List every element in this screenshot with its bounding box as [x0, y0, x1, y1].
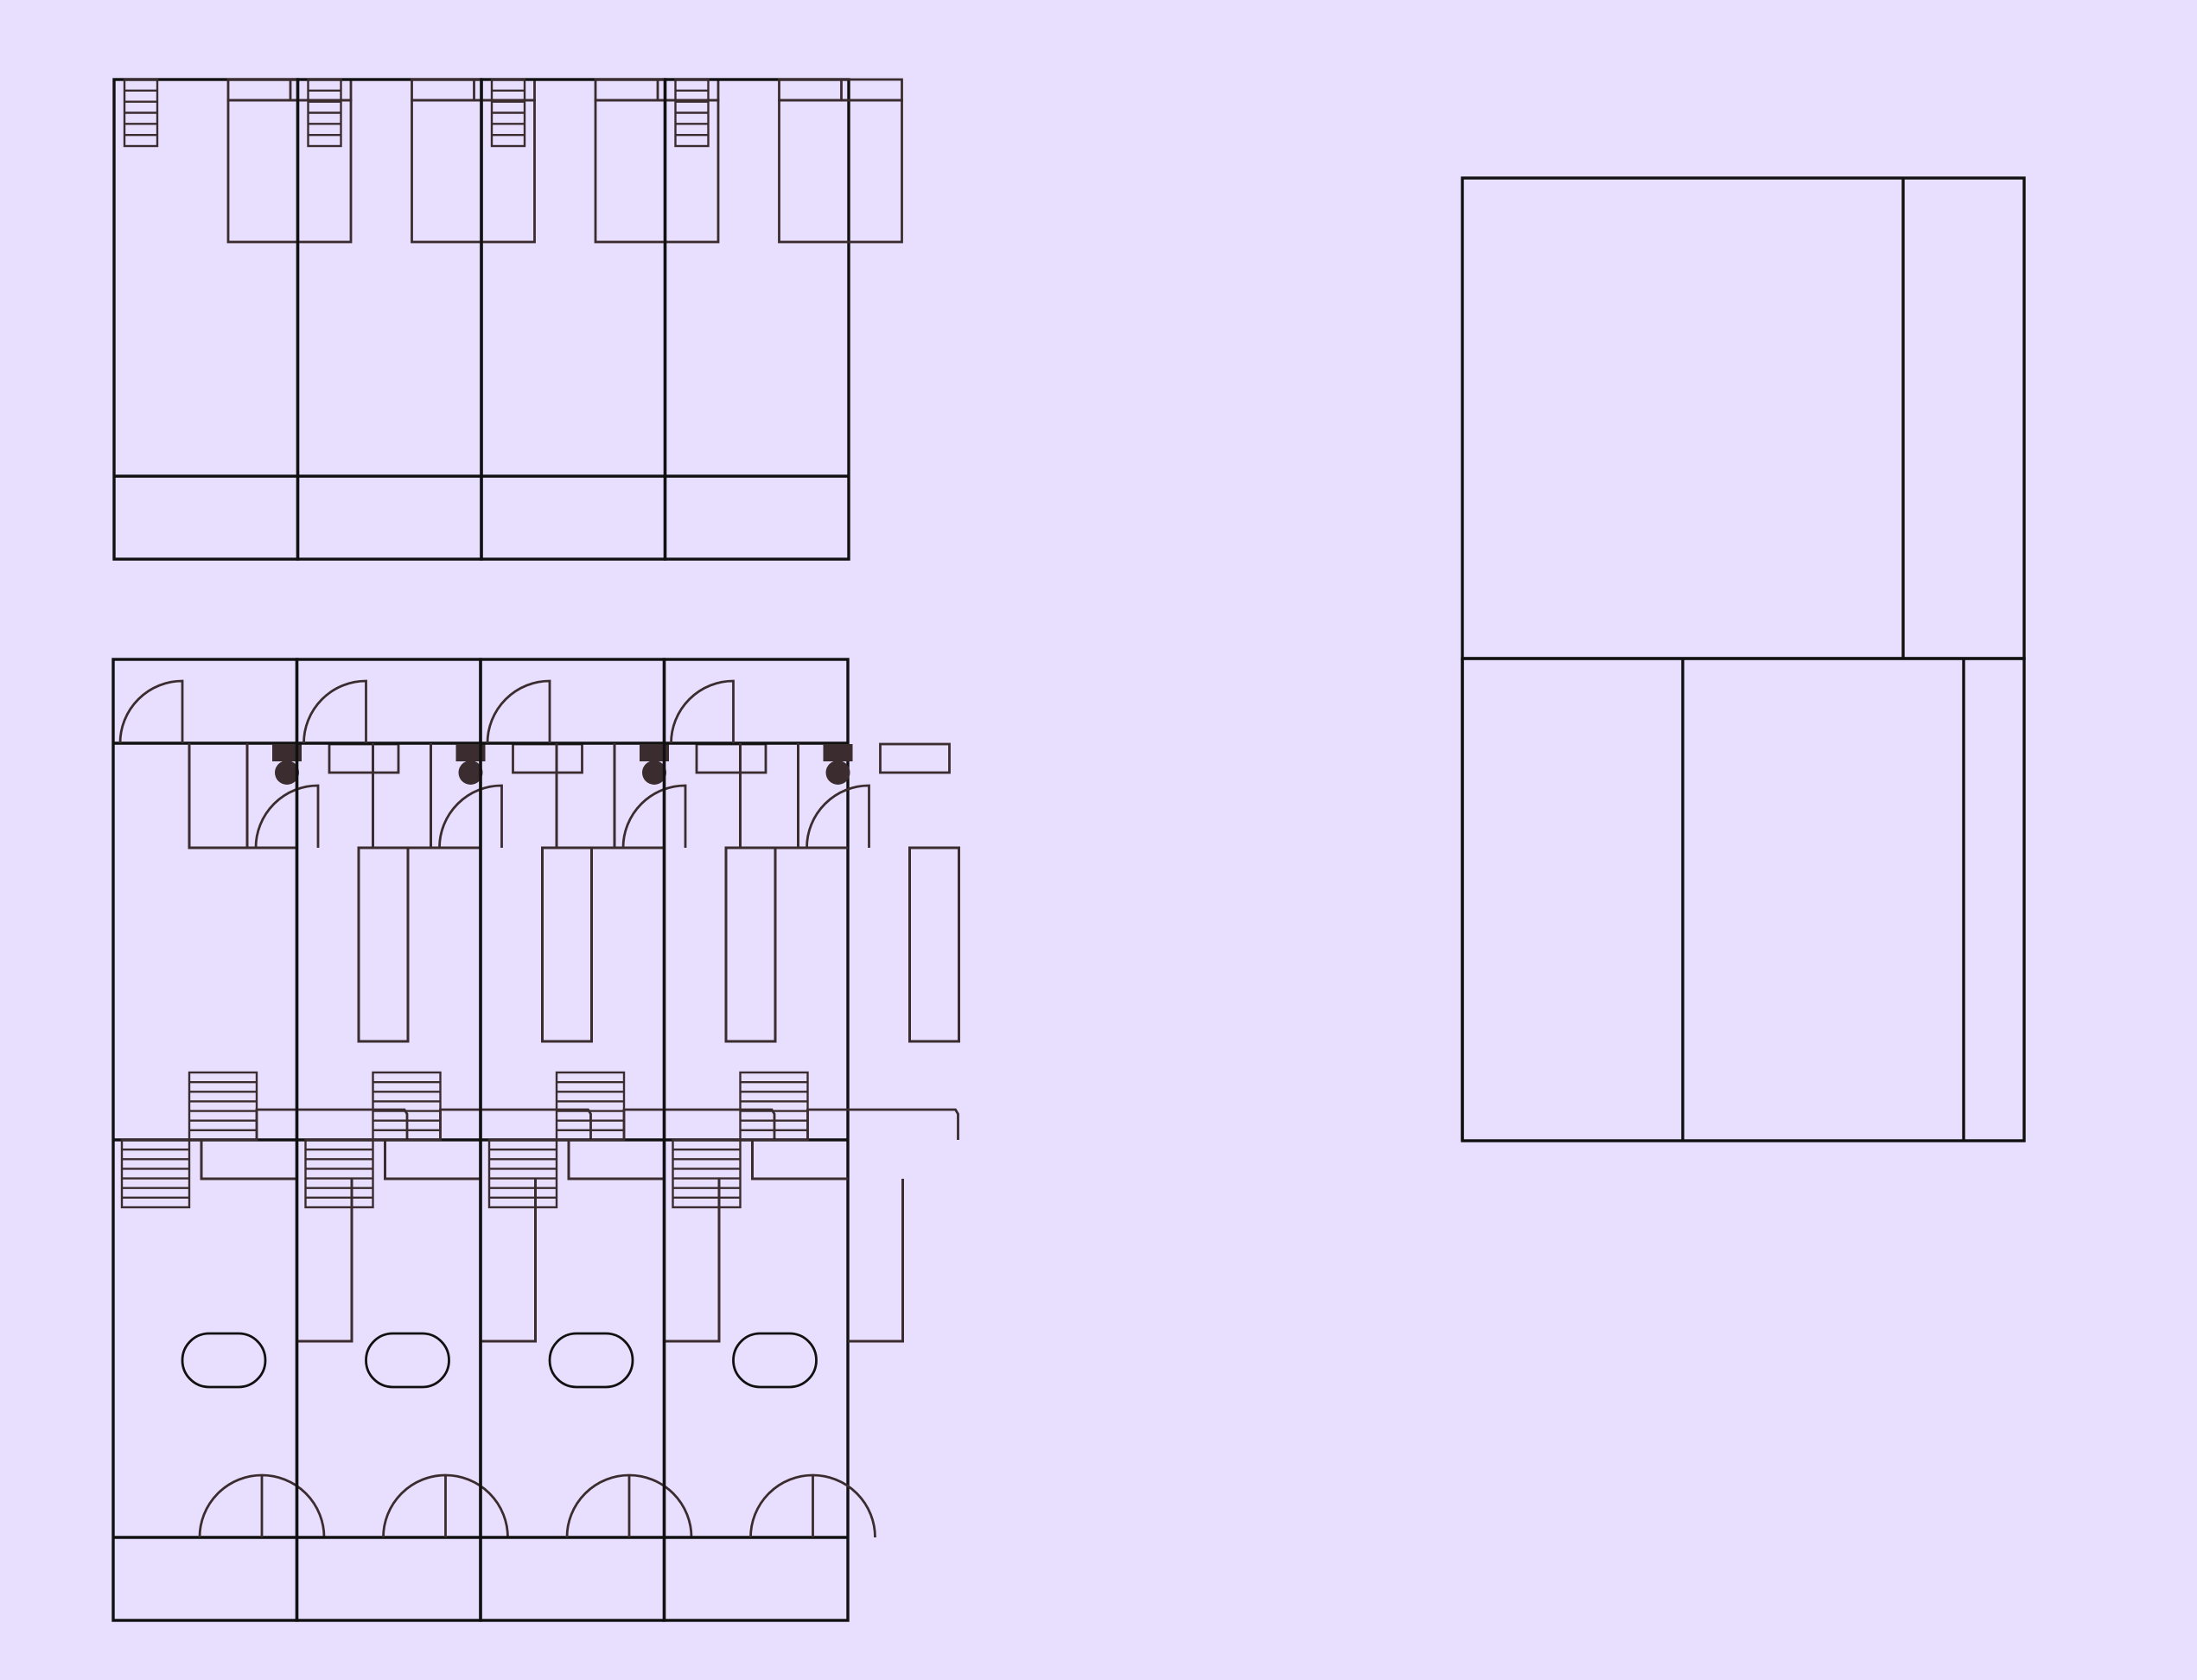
bed-icon [411, 78, 536, 244]
double-door-icon [382, 1473, 509, 1538]
unit-wall [663, 78, 850, 561]
kitchen-counter [200, 1140, 297, 1180]
toilet-tank [823, 744, 853, 761]
stair-outline [120, 1138, 191, 1209]
toilet-icon [823, 744, 853, 785]
stair-outline [188, 1071, 258, 1142]
toilet-tank [272, 744, 302, 761]
bathroom [372, 742, 583, 850]
bathroom-door-swing [621, 784, 687, 849]
bathroom-door-swing [254, 784, 320, 849]
double-door-icon [198, 1473, 326, 1538]
storage-cabinet [296, 1179, 353, 1343]
ladder-stair-icon [123, 78, 159, 148]
toilet-icon [640, 744, 669, 785]
lower-floor-plan [111, 658, 960, 1622]
stair-outline [487, 1138, 558, 1209]
table-icon [732, 1332, 818, 1389]
table-icon [365, 1332, 450, 1389]
mass-lower-outline [1461, 657, 2026, 1142]
counter [622, 1108, 776, 1140]
stair-icon [372, 1071, 442, 1142]
toilet-bowl [825, 760, 850, 785]
storage-cabinet [664, 1179, 721, 1343]
entry-door-swing [302, 679, 367, 744]
bathroom-wall [372, 743, 481, 850]
stair-outline [672, 1138, 742, 1209]
storage-cabinet [481, 1179, 537, 1343]
stair-icon [304, 1138, 374, 1209]
double-door-icon [565, 1473, 693, 1538]
bathroom [188, 742, 400, 850]
toilet-bowl [275, 760, 299, 785]
stair-icon [120, 1138, 191, 1209]
table-icon [181, 1332, 267, 1389]
toilet-icon [272, 744, 302, 785]
entry-door-swing [486, 679, 551, 744]
kitchen-counter [567, 1140, 665, 1180]
counter [439, 1108, 592, 1140]
bathroom-door-swing [806, 784, 870, 849]
entry-door-swing [670, 679, 735, 744]
kitchen-counter [384, 1140, 481, 1180]
stair-outline [555, 1071, 626, 1142]
bathroom-door-swing [438, 784, 503, 849]
lower-unit-2 [295, 658, 593, 1622]
stair-icon [672, 1138, 742, 1209]
toilet-bowl [642, 760, 666, 785]
sink-counter [879, 742, 951, 774]
bathroom-wall [739, 743, 848, 850]
closet [908, 846, 960, 1043]
lower-unit-1 [111, 658, 410, 1622]
stair-outline [304, 1138, 374, 1209]
kitchen-counter [751, 1140, 848, 1180]
stair-icon [188, 1071, 258, 1142]
entry-door-swing [118, 679, 184, 744]
toilet-bowl [458, 760, 483, 785]
toilet-tank [455, 744, 486, 761]
upper-floor-plan [112, 78, 903, 561]
bathroom [739, 742, 951, 850]
stair-icon [555, 1071, 626, 1142]
door-swing-icon [302, 679, 367, 744]
stair-outline [372, 1071, 442, 1142]
bathroom-wall [555, 743, 665, 850]
bed-icon [778, 78, 903, 244]
ladder-stair-icon [490, 78, 526, 148]
bed-icon [226, 78, 353, 244]
stair-icon [487, 1138, 558, 1209]
double-door-icon [749, 1473, 876, 1538]
bathroom-wall [188, 743, 297, 850]
door-swing-icon [486, 679, 551, 744]
counter [255, 1108, 409, 1140]
lower-unit-4 [662, 658, 960, 1622]
table-icon [548, 1332, 634, 1389]
toilet-icon [455, 744, 486, 785]
toilet-tank [640, 744, 669, 761]
stair-outline [739, 1071, 809, 1142]
bed-icon [594, 78, 720, 244]
upper-unit-4 [663, 78, 903, 561]
massing-plan [1461, 176, 2026, 1142]
ladder-stair-icon [307, 78, 342, 148]
stair-icon [739, 1071, 809, 1142]
door-swing-icon [118, 679, 184, 744]
door-swing-icon [670, 679, 735, 744]
storage-cabinet [848, 1179, 904, 1343]
counter [806, 1108, 959, 1140]
ladder-stair-icon [674, 78, 710, 148]
